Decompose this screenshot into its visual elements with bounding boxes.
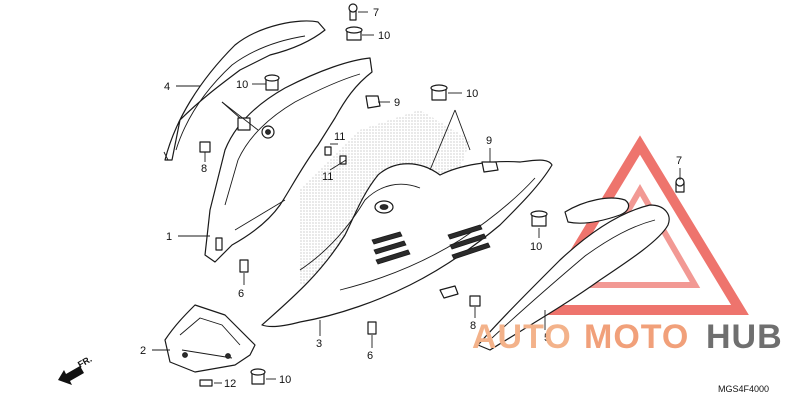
callout-10: 10 [466, 88, 478, 100]
callout-5: 5 [544, 332, 550, 344]
callout-7: 7 [373, 7, 379, 19]
callout-10: 10 [530, 241, 542, 253]
watermark-text: AUTO MOTO HUB [472, 318, 783, 356]
callout-1: 1 [166, 231, 172, 243]
part-3-center-cover [261, 159, 553, 328]
callout-3: 3 [316, 338, 322, 350]
callout-4: 4 [164, 81, 170, 93]
fastener-screws-icon [199, 3, 685, 387]
vent-slots-icon [371, 224, 491, 265]
callout-2: 2 [140, 345, 146, 357]
watermark-moto: MOTO [584, 318, 689, 356]
callout-8: 8 [470, 320, 476, 332]
watermark-hub: HUB [706, 318, 783, 356]
callout-11: 11 [322, 171, 333, 183]
callout-10: 10 [279, 374, 291, 386]
callout-11: 11 [334, 131, 345, 143]
front-direction-label: FR. [76, 354, 94, 370]
callout-7: 7 [676, 155, 682, 167]
callout-6: 6 [367, 350, 373, 362]
callout-9: 9 [486, 135, 492, 147]
diagram-code: MGS4F4000 [718, 384, 769, 394]
callout-10: 10 [378, 30, 390, 42]
callout-8: 8 [201, 163, 207, 175]
part-5-side-strip [477, 197, 670, 351]
part-1-side-cover [204, 57, 373, 263]
leader-lines [152, 11, 681, 384]
part-2-lower-bracket [164, 304, 256, 373]
callout-6: 6 [238, 288, 244, 300]
front-direction-arrow-icon [58, 366, 84, 385]
callout-12: 12 [224, 378, 236, 390]
watermark-auto: AUTO [472, 318, 572, 356]
part-4-upper-cover [163, 20, 326, 161]
callout-9: 9 [394, 97, 400, 109]
callout-10: 10 [236, 79, 248, 91]
